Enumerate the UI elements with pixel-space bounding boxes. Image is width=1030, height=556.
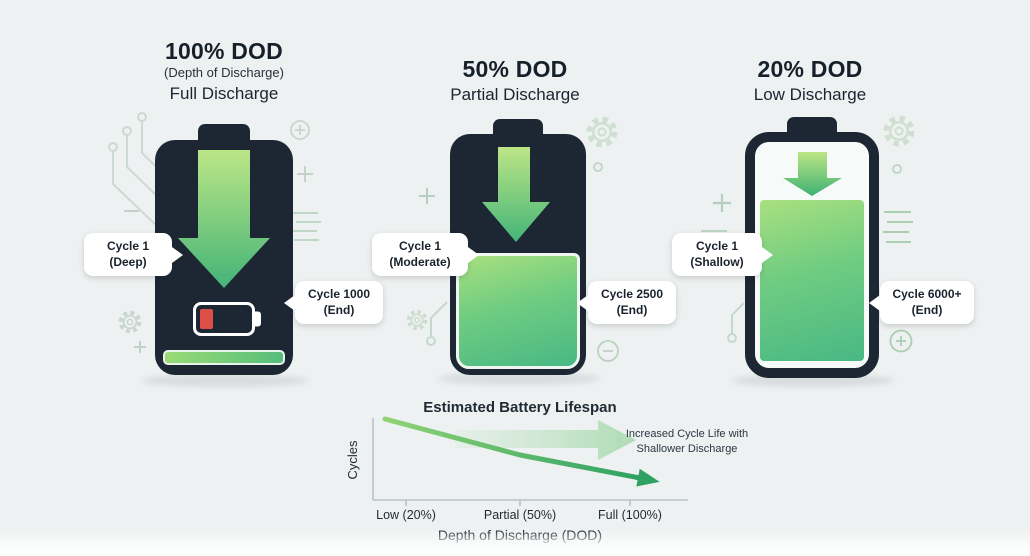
column1-discharge-label: Full Discharge (169, 84, 279, 103)
discharge-arrow-icon (482, 147, 550, 242)
callout-line2: (End) (323, 302, 355, 317)
column2-title: 50% DOD (462, 56, 568, 82)
column3-title: 20% DOD (757, 56, 863, 82)
callout-line1: Cycle 1000 (307, 287, 371, 301)
callout-cycle1000-end: Cycle 1000 (End) (284, 281, 383, 325)
callout-line2: (End) (911, 302, 943, 317)
callout-line2: (Moderate) (389, 254, 451, 269)
circuit-trace-icon (426, 301, 448, 346)
discharge-arrow-icon (178, 150, 270, 288)
battery2-charge-fill (456, 253, 580, 369)
battery1-body (155, 140, 293, 375)
callout-cycle1-deep: Cycle 1 (Deep) (84, 233, 183, 277)
discharge-arrow-icon (783, 152, 842, 196)
battery3-charge-fill (760, 200, 864, 361)
callout-line2: (End) (616, 302, 648, 317)
callout-line1: Cycle 1 (106, 239, 150, 253)
low-battery-charge-bar (200, 309, 213, 329)
plus-icon (419, 188, 435, 204)
circle-plus-icon (290, 120, 310, 140)
battery1-remaining-charge (163, 350, 285, 365)
callout-cycle2500-end: Cycle 2500 (End) (577, 281, 676, 325)
circuit-trace-icon (727, 302, 745, 343)
chart-data-line (382, 416, 660, 487)
column2-discharge-label: Partial Discharge (450, 85, 580, 104)
callout-line1: Cycle 1 (695, 239, 739, 253)
dot-icon (892, 164, 902, 174)
bottom-fade-band (0, 530, 1030, 556)
gear-icon (886, 118, 912, 144)
battery-shadow (438, 372, 600, 385)
callout-line1: Cycle 2500 (600, 287, 664, 301)
plus-icon (134, 341, 146, 353)
chart-tick-full: Full (100%) (598, 508, 662, 522)
callout-line2: (Shallow) (690, 254, 744, 269)
gear-icon (589, 119, 615, 145)
chart-tick-partial: Partial (50%) (484, 508, 556, 522)
low-battery-terminal (255, 311, 261, 327)
chart-tick-low: Low (20%) (376, 508, 436, 522)
chart-ylabel: Cycles (345, 440, 360, 480)
chart-annotation-line2: Shallower Discharge (637, 443, 738, 455)
chart-axes (372, 418, 688, 506)
column1-title: 100% DOD (165, 38, 283, 64)
callout-line2: (Deep) (109, 254, 147, 269)
chart-title: Estimated Battery Lifespan (423, 399, 616, 416)
circle-minus-icon (597, 340, 619, 362)
callout-cycle1-shallow: Cycle 1 (Shallow) (672, 233, 773, 277)
dot-icon (593, 162, 603, 172)
column1-subtitle: (Depth of Discharge) (164, 65, 284, 80)
callout-cycle1-moderate: Cycle 1 (Moderate) (372, 233, 479, 277)
lifespan-chart: Estimated Battery Lifespan Increased Cyc… (345, 399, 748, 543)
battery3-body (745, 132, 879, 378)
plus-icon (713, 194, 731, 212)
column3-discharge-label: Low Discharge (753, 85, 867, 104)
battery-shadow (142, 374, 308, 387)
callout-line1: Cycle 6000+ (892, 287, 962, 301)
plus-icon (297, 166, 313, 182)
chart-annotation-line1: Increased Cycle Life with (626, 428, 748, 440)
callout-line1: Cycle 1 (398, 239, 442, 253)
gear-icon (406, 309, 428, 331)
gear-icon (118, 310, 142, 334)
cycle-life-arrow-icon (455, 420, 636, 460)
callout-cycle6000-end: Cycle 6000+ (End) (869, 281, 974, 325)
speed-lines-icon (883, 211, 913, 243)
low-battery-icon (193, 302, 261, 336)
circle-plus-icon (889, 329, 913, 353)
